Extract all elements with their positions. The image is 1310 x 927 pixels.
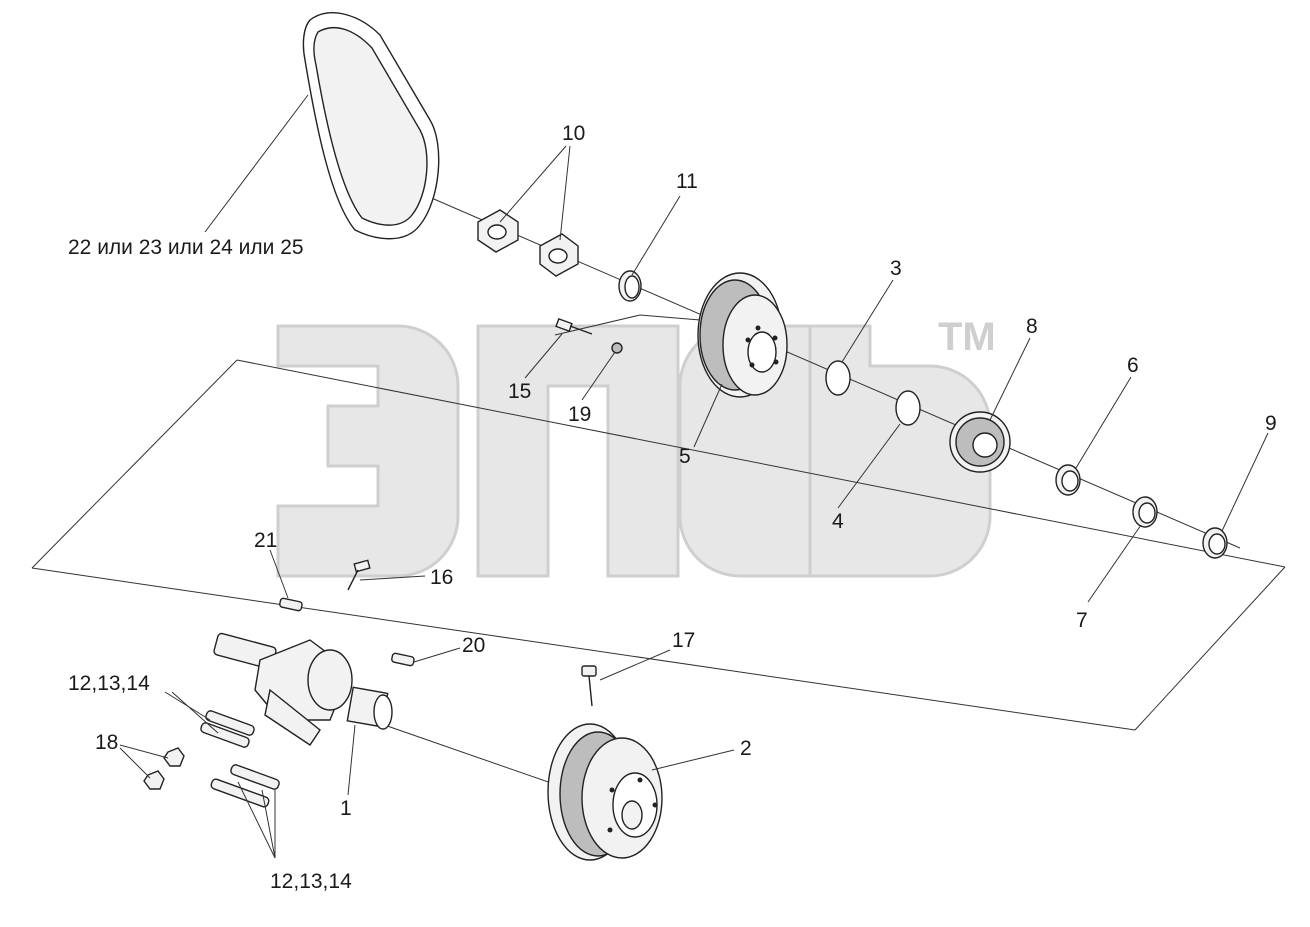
label-3: 3	[890, 257, 902, 280]
label-19: 19	[568, 403, 591, 426]
hex-nut-10b	[539, 233, 579, 277]
label-6: 6	[1127, 354, 1139, 377]
shaft-assembly-1	[213, 632, 393, 746]
pulley-2	[547, 723, 663, 861]
ring-7	[1132, 496, 1158, 528]
label-1: 1	[340, 797, 352, 820]
pin-20	[391, 652, 415, 667]
label-10: 10	[562, 122, 585, 145]
trademark-text: TM	[938, 315, 996, 359]
label-2: 2	[740, 737, 752, 760]
label-9: 9	[1265, 412, 1277, 435]
label-8: 8	[1026, 315, 1038, 338]
bolt-16	[347, 559, 371, 591]
plates-12-13-14-bottom	[210, 764, 280, 808]
nut-19	[611, 342, 623, 354]
pin-21	[279, 597, 303, 612]
bolt-17	[581, 665, 597, 707]
o-ring-3	[825, 360, 851, 396]
label-18: 18	[95, 731, 118, 754]
label-4: 4	[832, 510, 844, 533]
label-21: 21	[254, 529, 277, 552]
axis-lines	[31, 179, 1286, 801]
v-belt	[302, 12, 440, 240]
nut-18a	[163, 747, 185, 767]
label-11: 11	[676, 170, 698, 193]
label-15: 15	[508, 380, 531, 403]
pulley-5	[697, 272, 788, 398]
part-labels: 22 или 23 или 24 или 25 10 11 3 8 6 9 7 …	[68, 122, 1277, 893]
watermark-logo: TM	[276, 315, 996, 578]
o-ring-4	[895, 390, 921, 426]
ring-6	[1055, 464, 1081, 496]
ring-11	[618, 270, 642, 302]
ring-9	[1202, 527, 1228, 559]
label-17: 17	[672, 629, 695, 652]
label-12-13-14-top: 12,13,14	[68, 672, 150, 695]
plates-12-13-14-top	[200, 710, 255, 748]
label-belt: 22 или 23 или 24 или 25	[68, 236, 304, 259]
label-12-13-14-bottom: 12,13,14	[270, 870, 352, 893]
label-16: 16	[430, 566, 453, 589]
label-20: 20	[462, 634, 485, 657]
hex-nut-10a	[477, 209, 519, 253]
label-5: 5	[679, 445, 691, 468]
bolt-15	[555, 317, 593, 335]
nut-18b	[143, 770, 165, 790]
leader-lines	[119, 94, 1269, 859]
label-7: 7	[1076, 609, 1088, 632]
sprocket-8	[949, 411, 1011, 473]
